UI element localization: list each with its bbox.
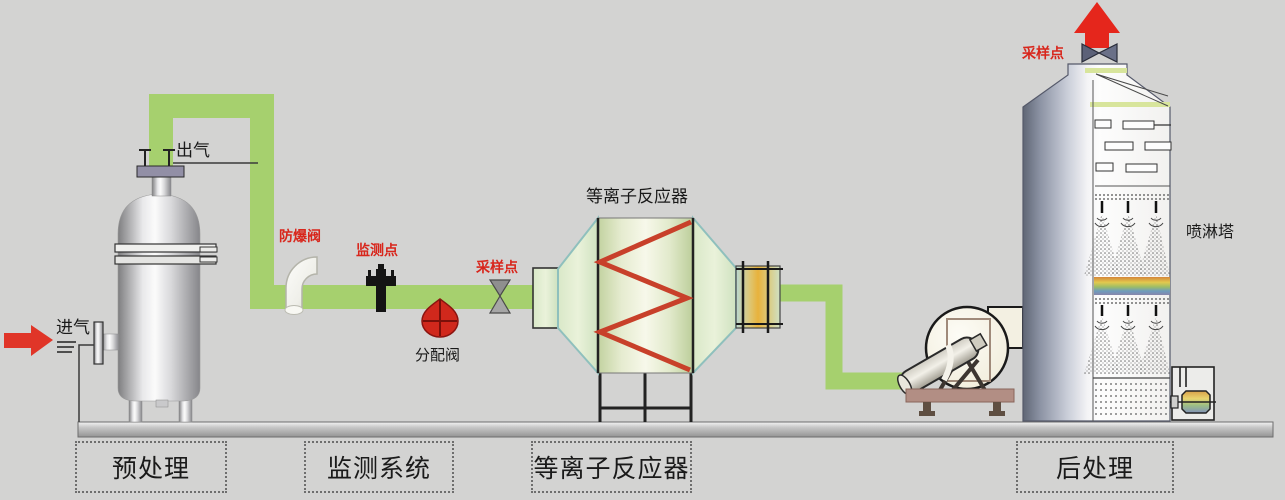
tower-trays [1094,119,1172,187]
stack-sampling-point-label: 采样点 [1022,45,1064,61]
plasma-reactor [532,215,783,422]
fan-base [905,388,1015,416]
tower-sump [1093,377,1170,415]
inlet-label: 进气 [56,318,90,337]
stage-box-plasma-reactor-label: 等离子反应器 [533,455,690,483]
monitoring-instrument-icon [366,264,396,312]
distribution-valve-icon [421,298,459,338]
stage-box-monitoring-system-label: 监测系统 [326,455,431,483]
rainbow-packing-band [1094,277,1170,295]
fan-blower [896,305,1024,416]
stage-box-pretreatment-label: 预处理 [111,455,190,483]
spray-tower [1022,63,1172,422]
gas-pipe-main [149,94,537,309]
reactor-outlet-flange [735,261,783,333]
pipe-sampling-valve-icon [488,279,512,314]
monitoring-point-label: 监测点 [356,242,398,258]
tank-inlet-nozzle [78,321,120,422]
tank-mid-flange [114,243,218,265]
tower-exhaust-arrow-icon [1074,2,1120,48]
outlet-label: 出气 [176,141,210,160]
gas-pipe-to-fan [775,284,915,390]
circulation-pump [1170,366,1216,421]
stage-box-monitoring-system: 监测系统 [304,441,454,493]
explosion-proof-valve-icon [284,256,318,315]
ground-bar [77,421,1274,438]
reactor-legs [598,373,693,422]
distribution-valve-label: 分配阀 [415,347,461,364]
stage-box-post-treatment: 后处理 [1016,441,1174,493]
stage-box-pretreatment: 预处理 [75,441,227,493]
stage-box-post-treatment-label: 后处理 [1055,455,1134,483]
spray-section-top [1084,194,1170,276]
pipe-sampling-point-label: 采样点 [476,259,518,275]
explosion-proof-valve-label: 防爆阀 [279,228,321,244]
stage-box-plasma-reactor: 等离子反应器 [531,441,692,493]
reactor-electrode-zigzag [593,219,694,373]
tank-top-flange [136,149,185,178]
spray-tower-label: 喷淋塔 [1186,224,1235,241]
plasma-reactor-title: 等离子反应器 [586,187,688,206]
inlet-arrow-icon [4,325,76,356]
stack-sampling-valve-icon [1081,43,1118,63]
reactor-inlet-stub [532,267,559,329]
spray-section-bottom [1084,298,1170,374]
pretreatment-tank [78,149,218,423]
